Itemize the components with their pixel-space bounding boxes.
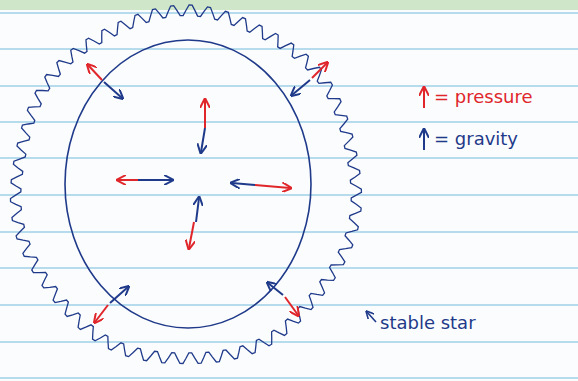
star-core	[65, 40, 311, 328]
star-outline	[10, 5, 361, 363]
legend-entry: = gravity	[434, 128, 518, 149]
label-text: stable star	[380, 312, 476, 333]
highlight-band	[0, 0, 578, 10]
legend-entry: = pressure	[434, 86, 533, 107]
legend-arrows	[423, 88, 425, 150]
legend-text: = pressure	[434, 86, 533, 107]
star-body	[10, 5, 361, 363]
ruled-lines	[0, 13, 578, 378]
force-arrows	[88, 63, 327, 322]
leader-arrow	[367, 312, 376, 322]
label-text: stable star	[380, 312, 476, 333]
legend-text: = gravity	[434, 128, 518, 149]
